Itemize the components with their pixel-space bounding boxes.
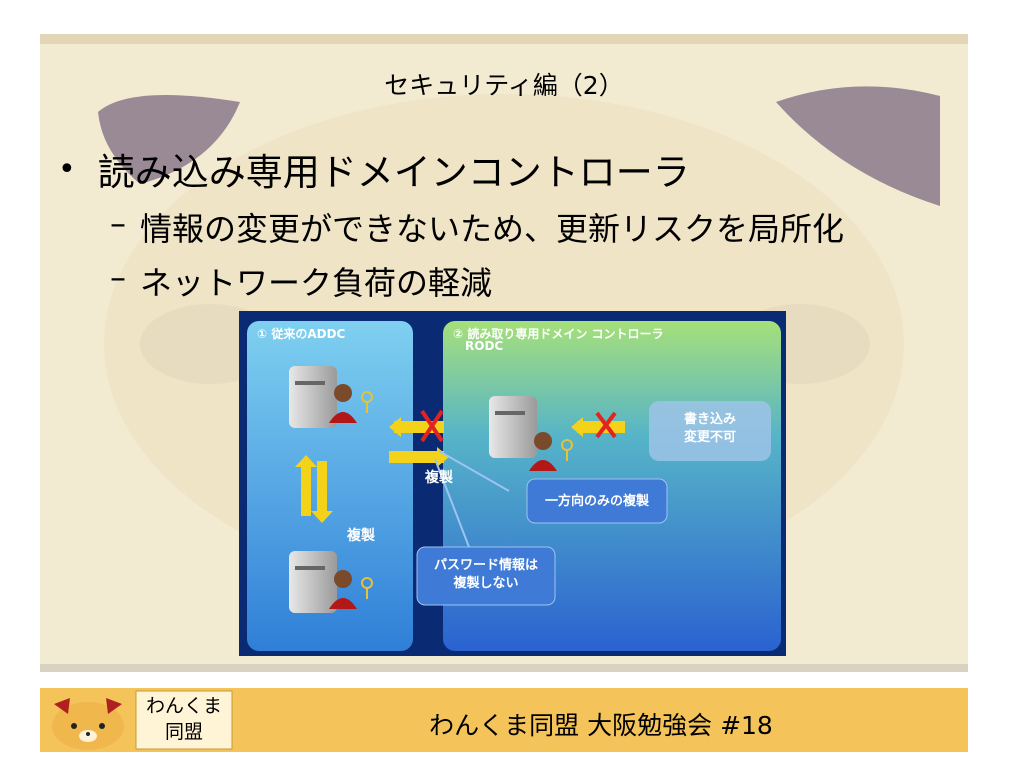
one-way-box-text: 一方向のみの複製 xyxy=(544,494,649,509)
logo-text: わんくま 同盟 xyxy=(136,693,232,745)
main-bullet-text: 読み込み専用ドメインコントローラ xyxy=(97,151,690,194)
server-icon xyxy=(289,551,337,613)
password-box xyxy=(416,546,556,606)
sub-bullet: – 情報の変更ができないため、更新リスクを局所化 xyxy=(110,204,962,250)
bullet-dash-icon: – xyxy=(110,258,126,296)
server-icon xyxy=(489,396,537,458)
logo-line: わんくま xyxy=(145,695,222,717)
write-box-line: 書き込み xyxy=(683,412,736,427)
footer-text: わんくま同盟 大阪勉強会 #18 xyxy=(429,711,773,740)
bullet-list: • 読み込み専用ドメインコントローラ – 情報の変更ができないため、更新リスクを… xyxy=(52,142,962,304)
server-icon xyxy=(289,366,337,428)
replication-label: 複製 xyxy=(347,528,375,544)
one-way-box xyxy=(526,478,668,524)
password-box-line: 複製しない xyxy=(453,576,519,591)
right-panel-label: ② 読み取り専用ドメイン コントローラ xyxy=(453,327,664,341)
sub-bullet: – ネットワーク負荷の軽減 xyxy=(110,258,962,304)
rodc-diagram: ① 従来のADDC ② 読み取り専用ドメイン コントローラ RODC 書き込み … xyxy=(239,311,786,656)
password-box-text: パスワード情報は 複製しない xyxy=(417,557,555,593)
blocked-cross-icon xyxy=(420,409,617,443)
write-box-text: 書き込み 変更不可 xyxy=(649,411,771,447)
right-panel-sublabel: RODC xyxy=(465,339,504,353)
password-box-line: パスワード情報は xyxy=(433,558,538,573)
wankuma-logo-icon xyxy=(40,688,234,752)
diagram-graphics xyxy=(247,321,781,651)
write-box-line: 変更不可 xyxy=(683,430,736,445)
sub-bullet-text: 情報の変更ができないため、更新リスクを局所化 xyxy=(140,210,845,248)
bullet-dot-icon: • xyxy=(58,151,76,187)
left-panel xyxy=(247,321,413,651)
main-bullet: • 読み込み専用ドメインコントローラ xyxy=(52,142,962,196)
sub-bullet-text: ネットワーク負荷の軽減 xyxy=(140,264,493,302)
slide-title: セキュリティ編（2） xyxy=(384,71,624,100)
left-panel-label: ① 従来のADDC xyxy=(257,327,346,341)
bullet-dash-icon: – xyxy=(110,204,126,242)
logo-line: 同盟 xyxy=(164,721,203,743)
write-box xyxy=(649,401,771,461)
replication-label: 複製 xyxy=(425,470,453,486)
